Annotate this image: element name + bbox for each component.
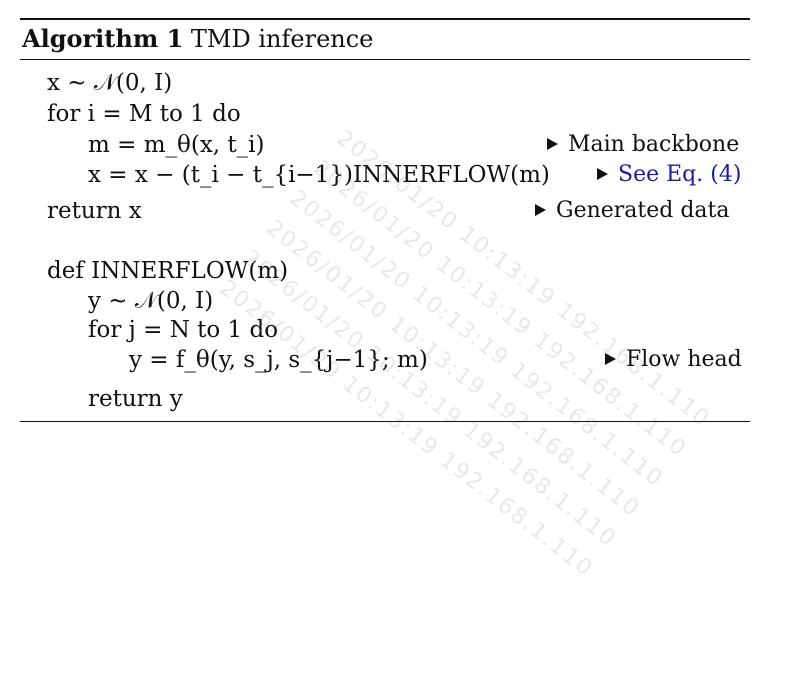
- algorithm-label: Algorithm 1: [22, 24, 184, 53]
- algorithm-line-6: def INNERFLOW(m): [47, 258, 289, 284]
- algorithm-comment-5: Generated data: [535, 196, 730, 226]
- algorithm-comment-9: Flow head: [605, 345, 742, 375]
- bottom-rule: [20, 421, 750, 422]
- algorithm-line-3: m = m_θ(x, t_i): [88, 132, 265, 158]
- algorithm-line-5: return x: [47, 198, 142, 224]
- comment-triangle-icon: [535, 204, 546, 216]
- comment-triangle-icon: [605, 353, 616, 365]
- algorithm-line-8: for j = N to 1 do: [88, 317, 279, 343]
- algorithm-name: TMD inference: [190, 25, 374, 53]
- comment-triangle-icon: [597, 168, 608, 180]
- algorithm-title: Algorithm 1 TMD inference: [22, 24, 373, 54]
- top-rule: [20, 18, 750, 20]
- algorithm-line-4: x = x − (t_i − t_{i−1})INNERFLOW(m): [88, 162, 550, 188]
- algorithm-comment-3: Main backbone: [547, 130, 739, 160]
- algorithm-line-1: x ∼ 𝒩(0, I): [47, 70, 173, 96]
- algorithm-line-9: y = f_θ(y, s_j, s_{j−1}; m): [129, 347, 428, 373]
- title-rule: [20, 59, 750, 60]
- comment-triangle-icon: [547, 138, 558, 150]
- algorithm-line-10: return y: [88, 386, 183, 412]
- algorithm-comment-4: See Eq. (4): [597, 160, 741, 190]
- algorithm-line-7: y ∼ 𝒩(0, I): [88, 288, 214, 314]
- algorithm-line-2: for i = M to 1 do: [47, 101, 241, 127]
